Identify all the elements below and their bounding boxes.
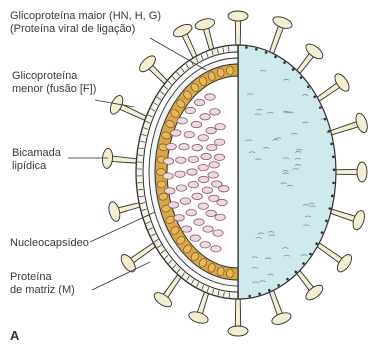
spike xyxy=(194,17,216,50)
spike xyxy=(336,162,367,182)
figure-letter: A xyxy=(10,328,19,343)
spike xyxy=(187,292,209,325)
spike xyxy=(269,14,293,53)
spike xyxy=(228,11,248,45)
spike xyxy=(297,271,326,303)
spike xyxy=(152,275,181,310)
spike xyxy=(317,243,354,274)
spike xyxy=(297,41,326,73)
label-matrix-protein: Proteína de matriz (M) xyxy=(10,271,75,297)
spike xyxy=(118,243,155,274)
label-lipid-bilayer: Bicamada lipídica xyxy=(12,147,61,173)
spike xyxy=(228,299,248,336)
label-nucleocapsid: Nucleocapsídeo xyxy=(10,237,89,250)
spike xyxy=(137,53,168,84)
spike xyxy=(108,94,147,121)
label-minor-glycoprotein: Glicoproteína menor (fusão [F]) xyxy=(12,70,96,96)
spike xyxy=(102,148,137,169)
spike xyxy=(331,209,367,231)
spike xyxy=(107,201,140,223)
spike xyxy=(317,71,352,100)
label-major-glycoprotein: Glicoproteína maior (HN, H, G) (Proteína… xyxy=(10,10,161,36)
spike xyxy=(331,112,370,135)
envelope-surface xyxy=(238,45,336,299)
spike xyxy=(269,291,292,327)
cutaway-section xyxy=(136,45,238,299)
